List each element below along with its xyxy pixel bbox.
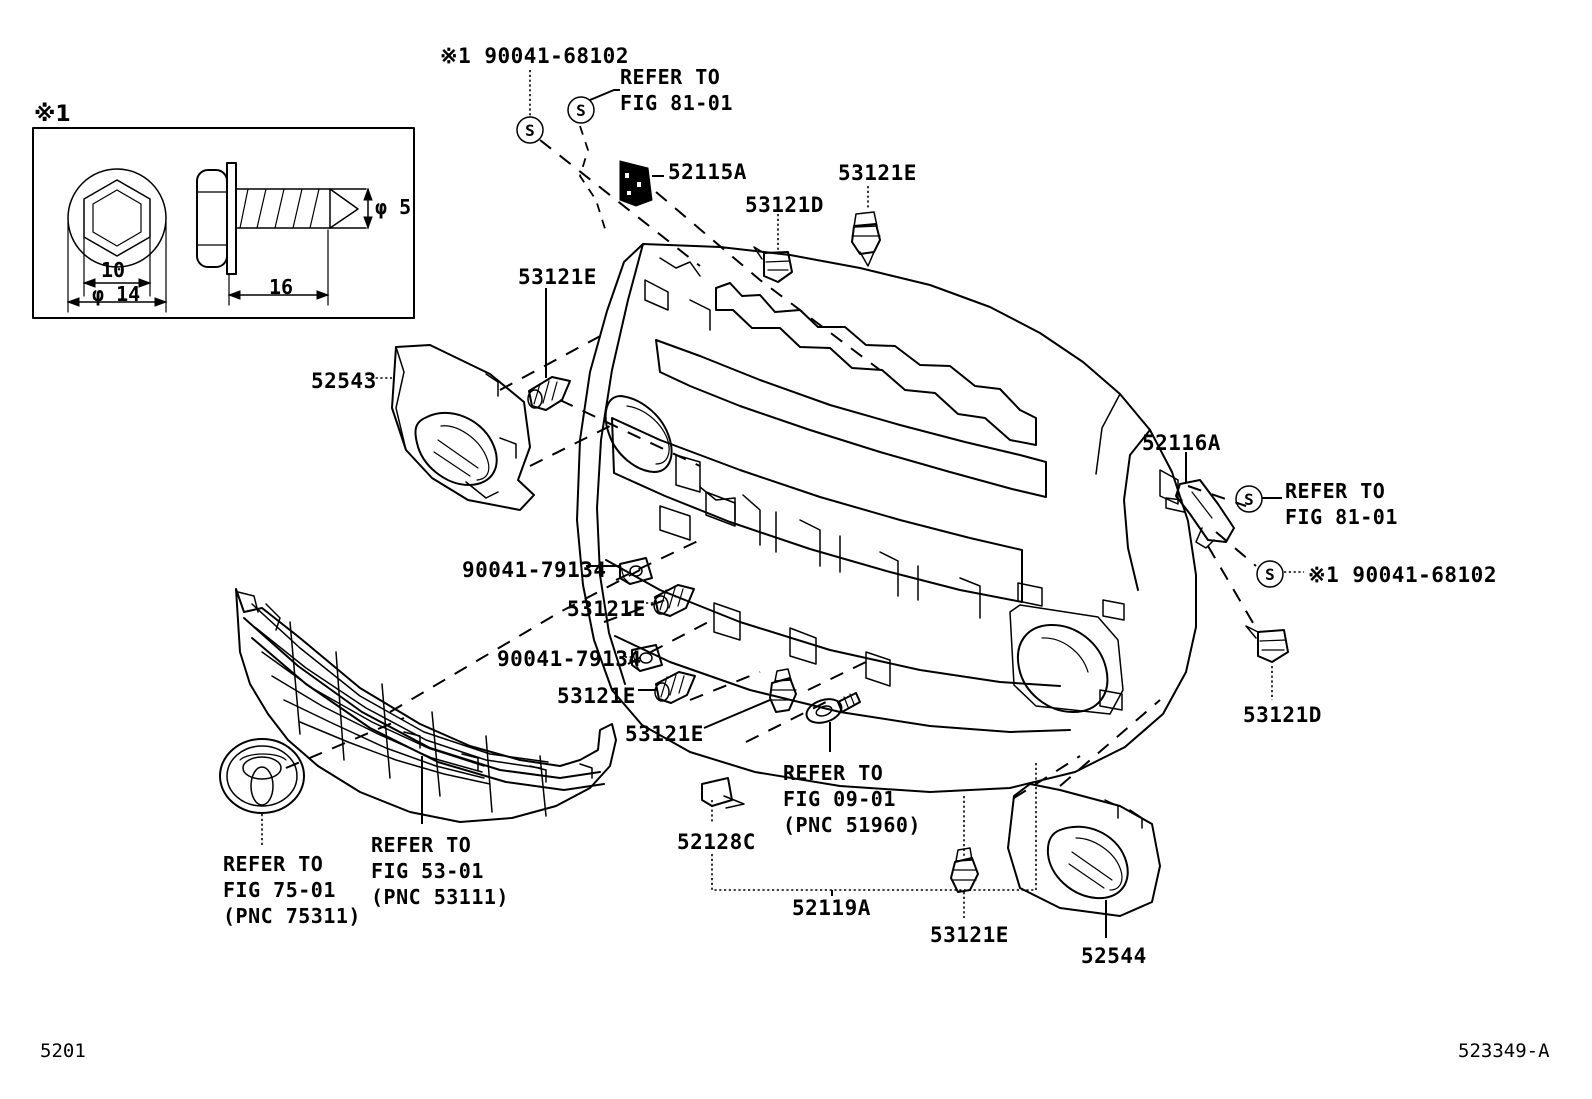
clip-53121E-left-shape: [527, 376, 571, 411]
part-52116A-bracket: [1165, 479, 1235, 549]
callout-clip-53121E-bottom: 53121E: [930, 923, 1009, 947]
part-52128C-clip: [701, 777, 745, 809]
dim-shank-diameter: φ 5: [375, 195, 412, 219]
part-52544-fog-cover: [1007, 783, 1161, 917]
dim-head-diameter: φ 14: [92, 282, 141, 306]
detail-box-marker: ※1: [34, 102, 71, 127]
washer-90041-79134-upper: [619, 557, 653, 585]
callout-refer-fig-75-01: REFER TO FIG 75-01 (PNC 75311): [223, 852, 361, 928]
clip-53121D-top-shape: [753, 246, 793, 283]
dim-head-across-flats: 10: [101, 258, 126, 282]
clip-53121E-mid2-shape: [654, 671, 696, 704]
callout-refer-fig-81-01-top: REFER TO FIG 81-01: [620, 65, 733, 115]
callout-clip-53121E-mid1: 53121E: [567, 597, 646, 621]
assembly-dashed-lines: [285, 125, 1257, 799]
callout-clip-53121E-center: 53121E: [625, 722, 704, 746]
s-circle-markers: S S S S: [516, 96, 1284, 588]
footer-sheet-number: 5201: [40, 1040, 86, 1062]
callout-clip-53121E-mid2: 53121E: [557, 684, 636, 708]
callout-part-52544: 52544: [1081, 944, 1147, 968]
clip-53121D-right-shape: [1245, 625, 1289, 663]
callout-refer-fig-53-01: REFER TO FIG 53-01 (PNC 53111): [371, 833, 509, 909]
callout-clip-90041-79134-lower: 90041-79134: [497, 647, 642, 671]
callout-part-52119A: 52119A: [792, 896, 871, 920]
callout-part-52543: 52543: [311, 369, 377, 393]
footer-drawing-number: 523349-A: [1458, 1040, 1550, 1062]
svg-text:S: S: [1265, 565, 1275, 584]
tow-hook-ref-part: [805, 692, 861, 724]
detail-box-bolt: [32, 127, 415, 319]
toyota-emblem: [219, 738, 305, 814]
callout-clip-53121D-right: 53121D: [1243, 703, 1322, 727]
svg-text:S: S: [525, 121, 535, 140]
callout-part-52116A: 52116A: [1142, 431, 1221, 455]
svg-text:S: S: [1244, 490, 1254, 509]
callout-refer-fig-09-01: REFER TO FIG 09-01 (PNC 51960): [783, 761, 921, 837]
part-52543-fog-cover: [391, 344, 535, 511]
svg-text:S: S: [576, 101, 586, 120]
front-bumper-cover: [576, 243, 1197, 793]
callout-part-52128C: 52128C: [677, 830, 756, 854]
callout-bolt-right: ※1 90041-68102: [1308, 563, 1497, 587]
callout-part-52115A: 52115A: [668, 160, 747, 184]
leader-lines: [261, 70, 1304, 938]
callout-bolt-top-left: ※1 90041-68102: [440, 44, 629, 68]
callout-refer-fig-81-01-right: REFER TO FIG 81-01: [1285, 479, 1398, 529]
callout-clip-53121E-topright: 53121E: [838, 161, 917, 185]
radiator-grille: [235, 588, 617, 823]
callout-clip-53121E-left: 53121E: [518, 265, 597, 289]
callout-clip-90041-79134-upper: 90041-79134: [462, 558, 607, 582]
clip-53121E-topright-shape: [851, 211, 881, 267]
dim-shank-length: 16: [269, 275, 294, 299]
part-52115A-bracket: [619, 160, 653, 207]
callout-clip-53121D-top: 53121D: [745, 193, 824, 217]
clip-53121E-center-shape: [769, 668, 797, 713]
